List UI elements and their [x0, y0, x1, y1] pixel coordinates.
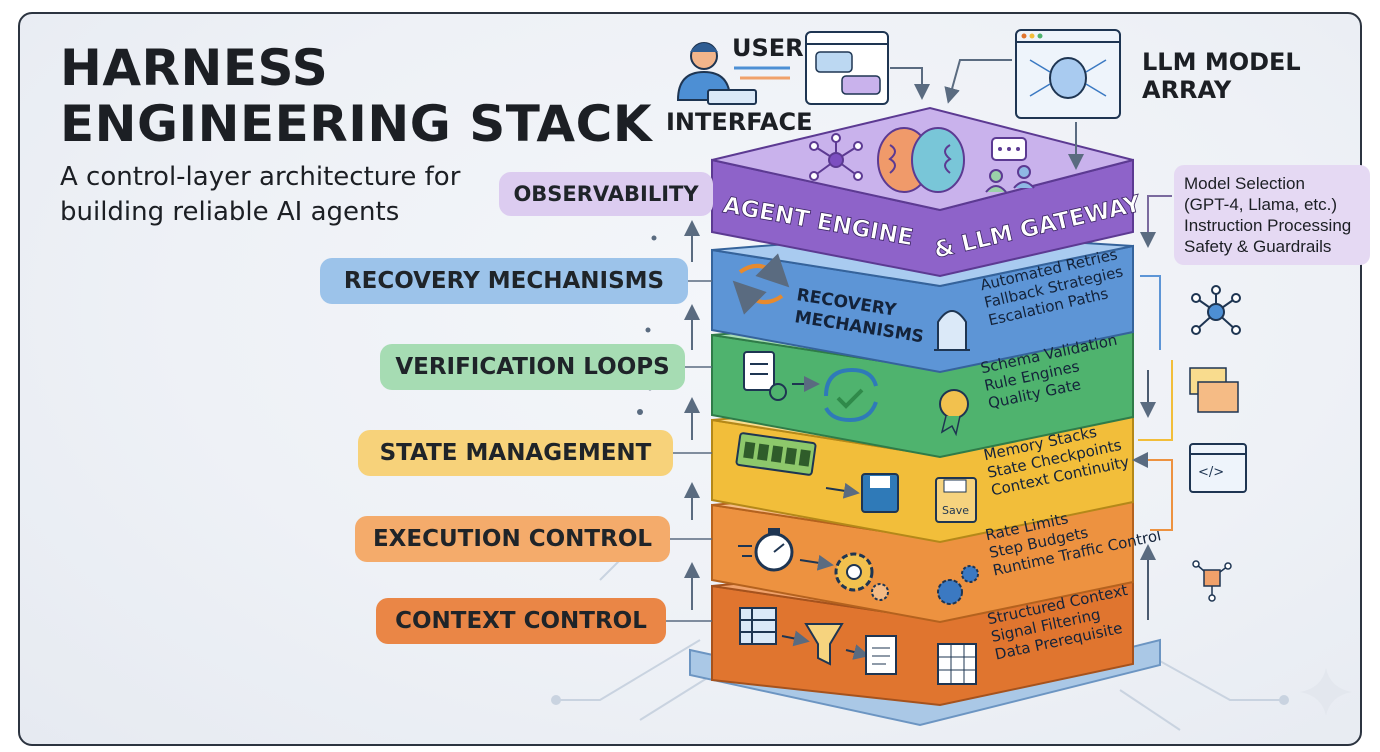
state-items: Memory Stacks State Checkpoints Context … — [982, 423, 1131, 500]
callout-line: (GPT-4, Llama, etc.) — [1184, 195, 1338, 214]
user-label: USER — [732, 34, 804, 62]
execution-items: Rate Limits Step Budgets Runtime Traffic… — [984, 509, 1163, 579]
title-line-2: ENGINEERING STACK — [60, 95, 653, 153]
gears-icon — [937, 565, 979, 605]
network-node-icon — [1191, 285, 1241, 335]
pill-state-management: STATE MANAGEMENT — [358, 430, 673, 476]
callout-line: Instruction Processing — [1184, 216, 1352, 235]
cube-network-icon — [1192, 560, 1232, 602]
left-connector-lines — [666, 280, 712, 622]
stopwatch-icon — [738, 528, 794, 572]
user-icon — [676, 42, 790, 105]
spreadsheet-icon — [937, 643, 977, 685]
pill-execution-control: EXECUTION CONTROL — [355, 516, 670, 562]
flow-arrow — [845, 644, 870, 660]
chat-window-icon — [805, 31, 889, 105]
memory-chip-icon — [735, 432, 817, 476]
pill-context-control: CONTEXT CONTROL — [376, 598, 666, 644]
llm-model-array-label: LLM MODEL ARRAY — [1142, 48, 1301, 104]
input-arrows — [890, 59, 1084, 170]
code-window-icon: </> — [1189, 443, 1247, 493]
flow-arrow — [799, 554, 834, 571]
diagram-frame — [18, 12, 1362, 746]
brain-network-icon — [1015, 29, 1121, 119]
document-icon — [865, 635, 897, 675]
clipboard-checklist-icon — [743, 351, 787, 401]
floppy-disk-icon — [861, 473, 899, 513]
title-line-1: HARNESS — [60, 39, 329, 97]
archway-icon — [934, 310, 970, 351]
interface-label: INTERFACE — [666, 108, 813, 136]
pill-observability: OBSERVABILITY — [499, 172, 713, 216]
subtitle-line-1: A control-layer architecture for — [60, 162, 461, 192]
funnel-icon — [804, 623, 844, 666]
model-gateway-callout: Model Selection (GPT-4, Llama, etc.) Ins… — [1174, 165, 1370, 265]
page-subtitle: A control-layer architecture for buildin… — [60, 160, 460, 230]
brain-icon — [877, 127, 965, 193]
callout-line: Safety & Guardrails — [1184, 237, 1332, 256]
llm-label-line-2: ARRAY — [1142, 76, 1232, 104]
cycle-arrows-icon — [732, 253, 790, 315]
gear-icon — [834, 552, 889, 601]
people-chat-icon — [985, 137, 1035, 193]
subtitle-line-2: building reliable AI agents — [60, 197, 400, 227]
llm-label-line-1: LLM MODEL — [1142, 48, 1301, 76]
callout-line: Model Selection — [1184, 174, 1305, 193]
save-disk-icon: Save — [935, 477, 977, 523]
page-title: HARNESS ENGINEERING STACK — [60, 40, 652, 152]
right-feedback-lines — [1132, 195, 1173, 620]
pill-recovery-mechanisms: RECOVERY MECHANISMS — [320, 258, 688, 304]
document-icon — [1189, 367, 1239, 413]
svg-text:</>: </> — [1198, 465, 1224, 480]
verify-cycle-icon — [824, 367, 878, 423]
table-icon — [739, 607, 777, 645]
save-disk-label: Save — [942, 504, 969, 517]
network-node-icon — [809, 133, 863, 181]
pill-verification-loops: VERIFICATION LOOPS — [380, 344, 685, 390]
sparkle-icon — [1300, 668, 1352, 716]
flow-arrow — [825, 482, 860, 499]
badge-ribbon-icon — [939, 389, 969, 437]
flow-arrow — [781, 630, 810, 647]
